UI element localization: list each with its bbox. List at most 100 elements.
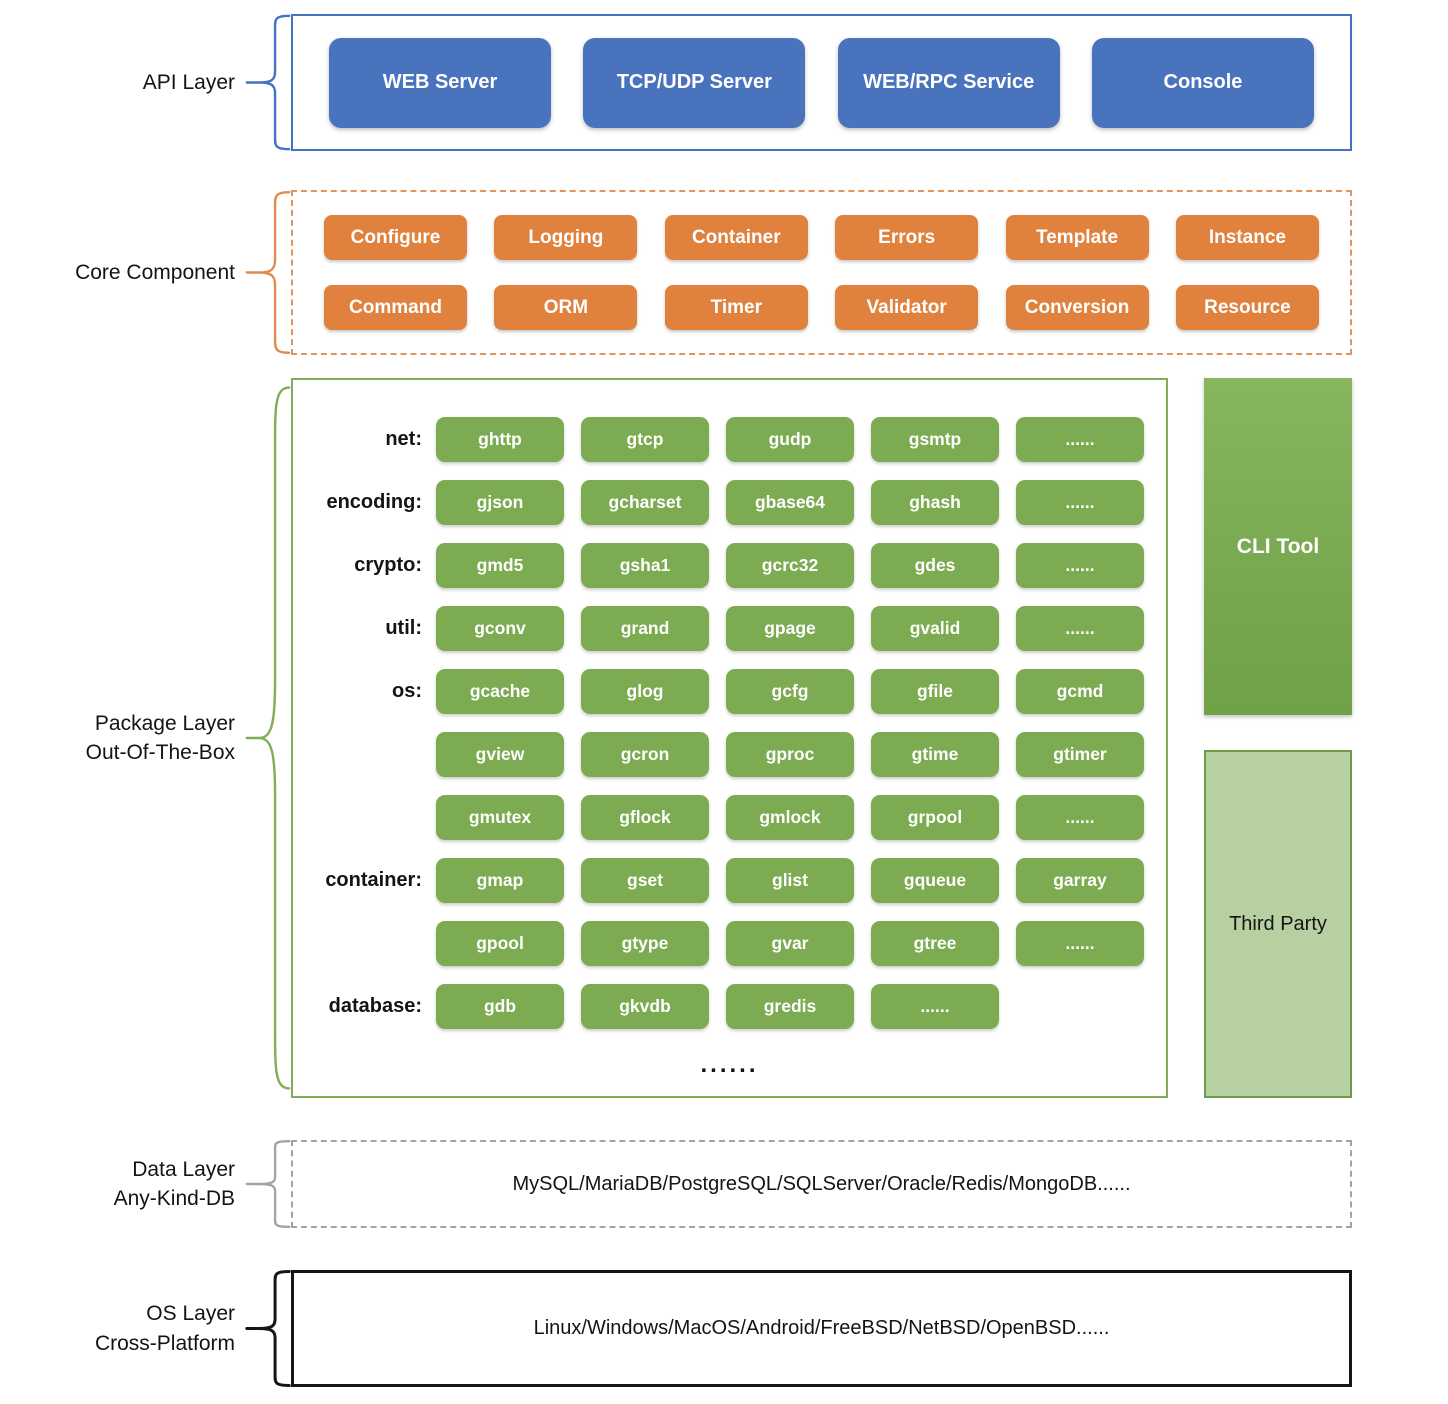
package-layer: Package Layer Out-Of-The-Box net: ghttp …: [0, 378, 1448, 1098]
package-pill-gcache: gcache: [436, 669, 564, 714]
package-pill-gbase64: gbase64: [726, 480, 854, 525]
api-node-tcp-udp-server: TCP/UDP Server: [583, 37, 806, 128]
package-pill-ghttp: ghttp: [436, 417, 564, 462]
package-pill-gcfg: gcfg: [726, 669, 854, 714]
package-row-pills: gpool gtype gvar gtree ......: [436, 921, 1144, 966]
core-layer-brace-icon: [245, 190, 291, 355]
package-pill-gpool: gpool: [436, 921, 564, 966]
core-row-2: Command ORM Timer Validator Conversion R…: [324, 285, 1319, 330]
package-pill-gdes: gdes: [871, 543, 999, 588]
package-pill-gproc: gproc: [726, 732, 854, 777]
package-pill-gmd5: gmd5: [436, 543, 564, 588]
package-layer-label-line1: Package Layer: [94, 711, 235, 735]
package-pill-gfile: gfile: [871, 669, 999, 714]
core-layer-label: Core Component: [75, 260, 235, 284]
package-pill-gcrc32: gcrc32: [726, 543, 854, 588]
package-pill-grand: grand: [581, 606, 709, 651]
package-layer-label-line2: Out-Of-The-Box: [85, 741, 235, 764]
core-node-container: Container: [664, 215, 808, 260]
package-row-os-3: gmutex gflock gmlock grpool ......: [293, 795, 1166, 840]
package-pill-grpool: grpool: [871, 795, 999, 840]
package-row-pills: gmutex gflock gmlock grpool ......: [436, 795, 1144, 840]
data-layer-brace-icon: [245, 1140, 291, 1228]
core-node-resource: Resource: [1175, 285, 1319, 330]
package-pill-more: ......: [1016, 606, 1144, 651]
api-node-web-rpc-service: WEB/RPC Service: [837, 37, 1060, 128]
package-layer-brace-icon: [245, 378, 291, 1098]
package-pill-gflock: gflock: [581, 795, 709, 840]
package-pill-gmap: gmap: [436, 858, 564, 903]
package-row-label: encoding:: [326, 491, 422, 513]
package-row-container: container: gmap gset glist gqueue garray: [293, 858, 1166, 903]
package-row-label: database:: [328, 995, 422, 1017]
core-node-template: Template: [1005, 215, 1149, 260]
package-row-pills: gmap gset glist gqueue garray: [436, 858, 1144, 903]
data-layer-box: MySQL/MariaDB/PostgreSQL/SQLServer/Oracl…: [291, 1140, 1352, 1228]
core-row-1: Configure Logging Container Errors Templ…: [324, 215, 1319, 260]
package-pill-gtime: gtime: [871, 732, 999, 777]
package-pill-gcmd: gcmd: [1016, 669, 1144, 714]
package-pill-more: ......: [871, 984, 999, 1029]
core-node-logging: Logging: [494, 215, 638, 260]
package-pill-gcharset: gcharset: [581, 480, 709, 525]
package-row-pills: gjson gcharset gbase64 ghash ......: [436, 480, 1144, 525]
package-pill-more: ......: [1016, 795, 1144, 840]
package-pill-gvar: gvar: [726, 921, 854, 966]
api-layer: API Layer WEB Server TCP/UDP Server WEB/…: [0, 14, 1448, 151]
core-node-conversion: Conversion: [1005, 285, 1149, 330]
package-row-label: net:: [385, 428, 422, 450]
core-node-configure: Configure: [324, 215, 467, 260]
os-layer-brace-icon: [245, 1270, 291, 1387]
package-pill-glist: glist: [726, 858, 854, 903]
package-row-net: net: ghttp gtcp gudp gsmtp ......: [293, 417, 1166, 462]
package-pill-gset: gset: [581, 858, 709, 903]
package-row-pills: gview gcron gproc gtime gtimer: [436, 732, 1144, 777]
core-node-timer: Timer: [664, 285, 808, 330]
core-layer-gutter: Core Component: [0, 190, 291, 355]
package-pill-gtree: gtree: [871, 921, 999, 966]
package-right-column: CLI Tool Third Party: [1204, 378, 1352, 1098]
os-layer-label: OS Layer Cross-Platform: [0, 1270, 245, 1387]
package-pill-gtype: gtype: [581, 921, 709, 966]
data-layer-gutter: Data Layer Any-Kind-DB: [0, 1140, 291, 1228]
package-row-util: util: gconv grand gpage gvalid ......: [293, 606, 1166, 651]
api-layer-label: API Layer: [142, 70, 235, 94]
package-layer-gutter: Package Layer Out-Of-The-Box: [0, 378, 291, 1098]
package-pill-gmlock: gmlock: [726, 795, 854, 840]
package-row-label: container:: [325, 869, 422, 891]
package-pill-more: ......: [1016, 480, 1144, 525]
package-pill-gtimer: gtimer: [1016, 732, 1144, 777]
package-row-pills: gconv grand gpage gvalid ......: [436, 606, 1144, 651]
data-layer-label-line1: Data Layer: [132, 1157, 235, 1181]
data-layer-label-line2: Any-Kind-DB: [113, 1187, 235, 1210]
package-pill-gkvdb: gkvdb: [581, 984, 709, 1029]
core-node-validator: Validator: [835, 285, 979, 330]
package-pill-gsmtp: gsmtp: [871, 417, 999, 462]
package-row-encoding: encoding: gjson gcharset gbase64 ghash .…: [293, 480, 1166, 525]
package-row-os-2: gview gcron gproc gtime gtimer: [293, 732, 1166, 777]
package-pill-gcron: gcron: [581, 732, 709, 777]
package-pill-gpage: gpage: [726, 606, 854, 651]
core-node-instance: Instance: [1175, 215, 1319, 260]
core-component-layer: Core Component Configure Logging Contain…: [0, 190, 1448, 355]
package-pill-gdb: gdb: [436, 984, 564, 1029]
package-pill-gvalid: gvalid: [871, 606, 999, 651]
package-layer-label: Package Layer Out-Of-The-Box: [0, 378, 245, 1098]
package-row-crypto: crypto: gmd5 gsha1 gcrc32 gdes ......: [293, 543, 1166, 588]
os-layer: OS Layer Cross-Platform Linux/Windows/Ma…: [0, 1270, 1448, 1387]
package-row-database: database: gdb gkvdb gredis ......: [293, 984, 1166, 1029]
package-pill-gudp: gudp: [726, 417, 854, 462]
data-layer-label: Data Layer Any-Kind-DB: [0, 1140, 245, 1228]
core-node-command: Command: [324, 285, 467, 330]
cli-tool-box: CLI Tool: [1204, 378, 1352, 715]
api-node-console: Console: [1091, 37, 1314, 128]
package-box: net: ghttp gtcp gudp gsmtp ...... encodi…: [291, 378, 1168, 1098]
os-layer-label-line1: OS Layer: [146, 1302, 235, 1326]
package-pill-gmutex: gmutex: [436, 795, 564, 840]
package-pill-gjson: gjson: [436, 480, 564, 525]
package-pill-gredis: gredis: [726, 984, 854, 1029]
core-node-orm: ORM: [494, 285, 638, 330]
package-row-label: crypto:: [354, 554, 422, 576]
package-row-pills: gmd5 gsha1 gcrc32 gdes ......: [436, 543, 1144, 588]
